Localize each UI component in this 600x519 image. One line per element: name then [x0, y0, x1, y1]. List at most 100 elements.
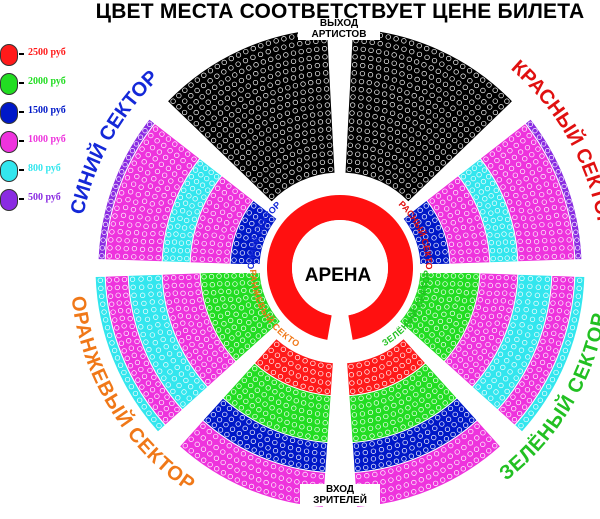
- seat[interactable]: [440, 199, 446, 205]
- seat[interactable]: [138, 184, 144, 190]
- seat[interactable]: [504, 98, 510, 104]
- seat[interactable]: [259, 131, 265, 137]
- seat[interactable]: [489, 365, 496, 371]
- seat[interactable]: [469, 99, 475, 105]
- seat[interactable]: [378, 373, 385, 379]
- seat[interactable]: [428, 74, 435, 80]
- seat[interactable]: [500, 298, 507, 304]
- seat[interactable]: [369, 39, 375, 46]
- seat[interactable]: [319, 159, 326, 166]
- seat[interactable]: [498, 164, 504, 170]
- seat[interactable]: [411, 461, 417, 467]
- seat[interactable]: [288, 370, 294, 376]
- seat[interactable]: [564, 191, 570, 197]
- seat[interactable]: [428, 419, 434, 425]
- seat[interactable]: [263, 93, 269, 99]
- seat[interactable]: [406, 73, 413, 80]
- seat[interactable]: [441, 410, 447, 416]
- seat[interactable]: [308, 80, 314, 86]
- seat[interactable]: [318, 135, 324, 141]
- seat[interactable]: [537, 397, 543, 403]
- seat[interactable]: [546, 189, 553, 195]
- seat[interactable]: [470, 319, 476, 325]
- seat[interactable]: [463, 373, 470, 380]
- seat[interactable]: [135, 377, 141, 383]
- seat[interactable]: [491, 306, 497, 312]
- seat[interactable]: [349, 118, 355, 124]
- seat[interactable]: [269, 162, 275, 168]
- seat[interactable]: [492, 225, 499, 231]
- seat[interactable]: [492, 170, 498, 176]
- seat[interactable]: [465, 282, 471, 288]
- seat[interactable]: [253, 71, 259, 77]
- seat[interactable]: [302, 375, 309, 382]
- seat[interactable]: [114, 253, 121, 259]
- seat[interactable]: [358, 78, 365, 85]
- seat[interactable]: [132, 300, 138, 306]
- seat[interactable]: [300, 106, 306, 112]
- seat[interactable]: [205, 417, 211, 423]
- seat[interactable]: [223, 421, 229, 428]
- seat[interactable]: [221, 69, 227, 75]
- seat[interactable]: [445, 335, 451, 341]
- seat[interactable]: [436, 87, 442, 93]
- seat[interactable]: [163, 255, 169, 261]
- seat[interactable]: [151, 306, 157, 313]
- seat[interactable]: [392, 183, 399, 189]
- seat[interactable]: [171, 275, 177, 281]
- seat[interactable]: [564, 309, 570, 315]
- seat[interactable]: [516, 329, 523, 335]
- seat[interactable]: [222, 303, 228, 309]
- seat[interactable]: [405, 405, 411, 411]
- seat[interactable]: [106, 332, 113, 338]
- seat[interactable]: [415, 381, 421, 387]
- seat[interactable]: [498, 382, 504, 389]
- seat[interactable]: [476, 172, 482, 178]
- seat[interactable]: [462, 350, 468, 356]
- block-blue-sector[interactable]: [97, 118, 278, 266]
- seat[interactable]: [449, 310, 456, 317]
- seat[interactable]: [238, 405, 244, 411]
- seat[interactable]: [346, 166, 352, 173]
- seat[interactable]: [259, 296, 265, 303]
- seat[interactable]: [409, 136, 415, 142]
- seat[interactable]: [566, 293, 573, 299]
- seat[interactable]: [167, 199, 173, 205]
- seat[interactable]: [424, 45, 430, 52]
- seat[interactable]: [239, 280, 246, 286]
- seat[interactable]: [446, 317, 452, 324]
- seat[interactable]: [249, 220, 255, 227]
- seat[interactable]: [442, 400, 448, 406]
- seat[interactable]: [208, 273, 215, 280]
- block-orange-sector[interactable]: [94, 270, 282, 433]
- seat[interactable]: [540, 338, 546, 345]
- seat[interactable]: [499, 305, 505, 311]
- seat[interactable]: [451, 352, 457, 358]
- seat[interactable]: [233, 289, 240, 295]
- seat[interactable]: [402, 389, 408, 395]
- seat[interactable]: [471, 207, 477, 213]
- seat[interactable]: [441, 218, 447, 225]
- seat[interactable]: [114, 325, 120, 331]
- seat[interactable]: [413, 391, 419, 398]
- seat[interactable]: [288, 178, 295, 185]
- seat[interactable]: [386, 370, 392, 376]
- seat[interactable]: [204, 319, 210, 325]
- seat[interactable]: [147, 283, 153, 290]
- seat[interactable]: [567, 253, 574, 259]
- seat[interactable]: [235, 52, 242, 58]
- seat[interactable]: [421, 79, 428, 86]
- seat[interactable]: [290, 50, 297, 56]
- seat[interactable]: [543, 370, 549, 376]
- seat[interactable]: [189, 298, 195, 305]
- seat[interactable]: [515, 399, 522, 406]
- seat[interactable]: [97, 277, 103, 284]
- seat[interactable]: [157, 329, 164, 335]
- seat[interactable]: [291, 405, 297, 411]
- seat[interactable]: [272, 142, 278, 148]
- seat[interactable]: [348, 372, 355, 378]
- seat[interactable]: [506, 178, 512, 184]
- seat[interactable]: [186, 352, 192, 358]
- seat[interactable]: [473, 311, 479, 318]
- seat[interactable]: [393, 36, 399, 42]
